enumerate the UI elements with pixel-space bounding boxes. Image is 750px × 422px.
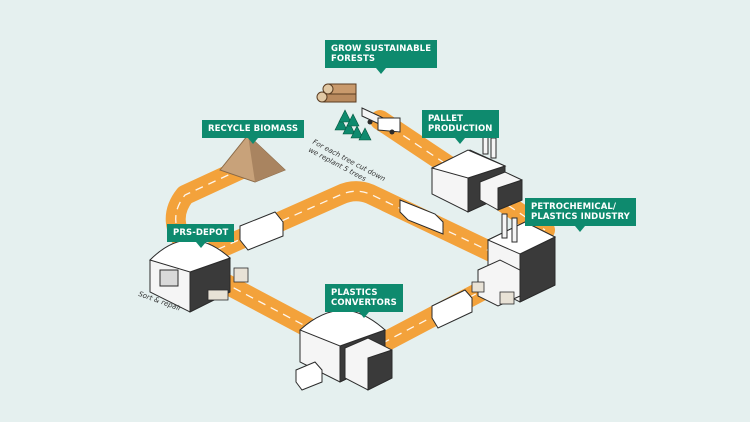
callout-recycle-biomass: RECYCLE BIOMASS xyxy=(202,120,305,144)
truck-icon xyxy=(239,199,473,391)
warehouse-icon xyxy=(299,309,393,391)
tree-icon xyxy=(334,109,372,141)
callout-plastics-convertors: PLASTICS CONVERTORS xyxy=(325,284,403,318)
wood-chip-pile-icon xyxy=(219,134,286,183)
callout-prs-depot: PRS-DEPOT xyxy=(167,224,235,248)
callout-pallet-production: PALLET PRODUCTION xyxy=(422,110,499,144)
truck-icon xyxy=(361,107,401,135)
factory-icon xyxy=(477,213,557,307)
factory-icon xyxy=(430,133,523,213)
pallet-stack-icon xyxy=(207,267,515,305)
callout-petrochemical: PETROCHEMICAL/ PLASTICS INDUSTRY xyxy=(525,198,636,232)
callout-grow-forests: GROW SUSTAINABLE FORESTS xyxy=(325,40,438,74)
log-pile-icon xyxy=(316,83,357,103)
